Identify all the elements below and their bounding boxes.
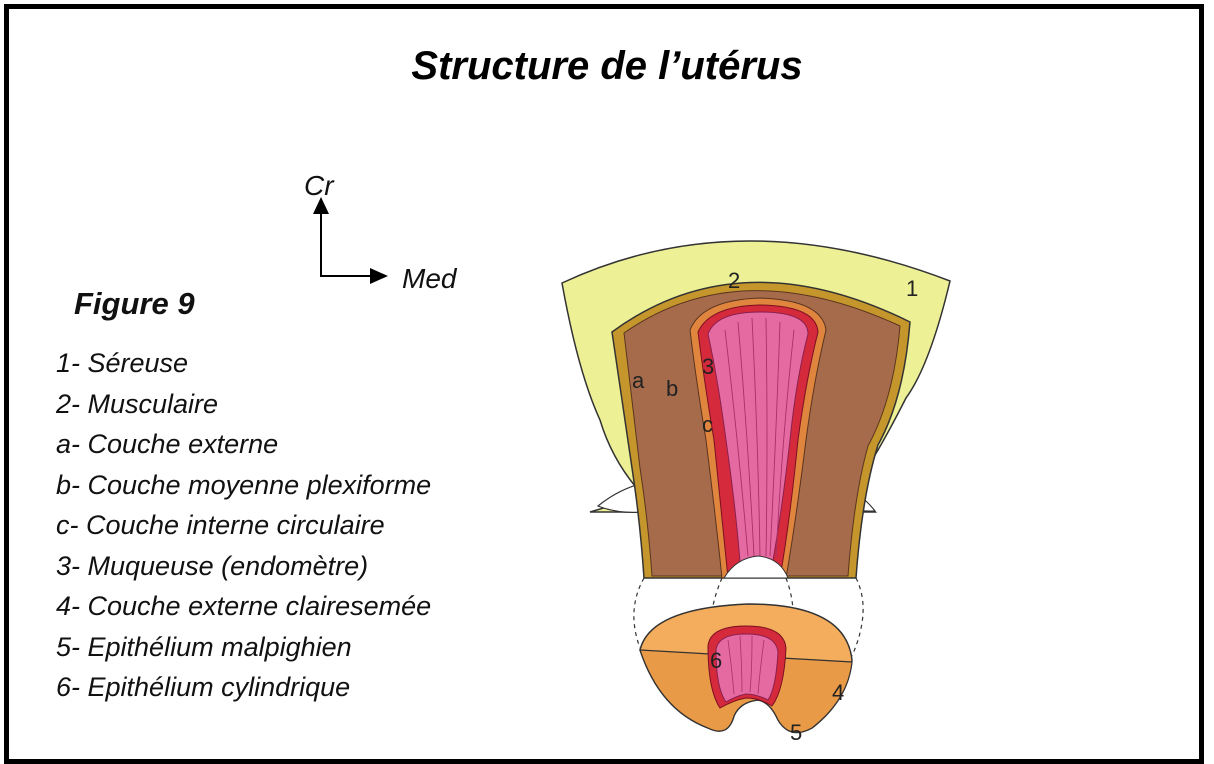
label-layer-a: a: [632, 368, 645, 393]
arrow-right-icon: [370, 268, 388, 284]
label-mucosa-3: 3: [702, 354, 714, 379]
label-sparse-layer-4: 4: [832, 680, 844, 705]
label-muscularis-2: 2: [728, 268, 740, 293]
orientation-arrows: [321, 212, 372, 276]
label-layer-c: c: [702, 412, 713, 437]
label-malpighian-5: 5: [790, 720, 802, 745]
arrow-up-icon: [313, 197, 329, 214]
cervical-canal-mucosa: [716, 634, 778, 702]
axis-lines: [321, 212, 372, 276]
label-cylindrical-6: 6: [710, 648, 722, 673]
label-serosa-1: 1: [906, 276, 918, 301]
label-layer-b: b: [666, 376, 678, 401]
